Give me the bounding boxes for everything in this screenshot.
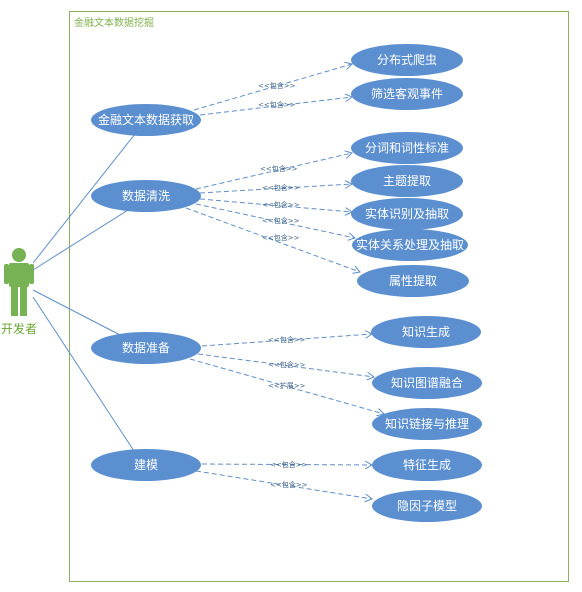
system-boundary (69, 11, 569, 582)
svg-text:分词和词性标准: 分词和词性标准 (365, 141, 449, 155)
usecase-acquire[interactable]: 金融文本数据获取 (91, 104, 201, 136)
include-line-kgfuse (197, 353, 374, 377)
rel-label: <<包含>> (262, 183, 300, 192)
rel-label: <<扩展>> (268, 381, 306, 390)
svg-text:金融文本数据获取: 金融文本数据获取 (98, 112, 194, 127)
include-line-latent (195, 470, 372, 499)
association-acquire (32, 133, 136, 264)
usecase-topic[interactable]: 主题提取 (351, 165, 463, 197)
usecase-model[interactable]: 建模 (91, 449, 201, 481)
include-line-crawler (193, 64, 352, 111)
rel-label: <<包含>> (262, 233, 300, 242)
rel-label: <<包含>> (258, 81, 296, 90)
svg-text:属性提取: 属性提取 (389, 273, 437, 288)
rel-label: <<包含>> (268, 335, 306, 344)
svg-text:数据清洗: 数据清洗 (122, 188, 170, 203)
include-line-relation (195, 203, 355, 238)
svg-text:实体关系处理及抽取: 实体关系处理及抽取 (356, 237, 464, 252)
usecase-crawler[interactable]: 分布式爬虫 (351, 44, 463, 76)
rel-label: <<包含>> (270, 480, 308, 489)
include-line-attribute (185, 207, 360, 272)
svg-text:知识图谱融合: 知识图谱融合 (391, 375, 463, 390)
usecase-latent[interactable]: 隐因子模型 (372, 490, 482, 522)
usecase-filter[interactable]: 筛选客观事件 (351, 78, 463, 110)
usecase-klink[interactable]: 知识链接与推理 (372, 408, 482, 440)
rel-label: <<包含>> (258, 100, 296, 109)
usecase-relation[interactable]: 实体关系处理及抽取 (352, 229, 468, 261)
usecase-feature[interactable]: 特征生成 (372, 449, 482, 481)
svg-text:特征生成: 特征生成 (403, 457, 451, 472)
usecase-clean[interactable]: 数据清洗 (91, 180, 201, 212)
rel-label: <<包含>> (262, 216, 300, 225)
svg-text:知识生成: 知识生成 (402, 325, 450, 339)
association-model (32, 296, 135, 452)
svg-text:实体识别及抽取: 实体识别及抽取 (365, 206, 449, 221)
usecase-segment[interactable]: 分词和词性标准 (351, 132, 463, 164)
usecase-kgfuse[interactable]: 知识图谱融合 (372, 367, 482, 399)
rel-label: <<包含>> (260, 164, 298, 173)
include-line-feature (201, 464, 372, 465)
svg-text:建模: 建模 (134, 458, 158, 472)
svg-text:知识链接与推理: 知识链接与推理 (385, 416, 469, 431)
system-title: 金融文本数据挖掘 (74, 18, 154, 29)
association-clean (32, 209, 129, 271)
svg-text:筛选客观事件: 筛选客观事件 (371, 86, 443, 101)
include-line-segment (195, 153, 352, 190)
actor-label: 开发者 (0, 322, 37, 336)
usecase-attribute[interactable]: 属性提取 (357, 265, 469, 297)
rel-label: <<包含>> (268, 360, 306, 369)
include-line-ner (199, 198, 352, 212)
svg-text:分布式爬虫: 分布式爬虫 (377, 53, 437, 67)
usecase-prepare[interactable]: 数据准备 (91, 332, 201, 364)
svg-text:主题提取: 主题提取 (383, 173, 431, 188)
usecase-ner[interactable]: 实体识别及抽取 (351, 198, 463, 230)
rel-label: <<包含>> (262, 200, 300, 209)
svg-text:隐因子模型: 隐因子模型 (397, 499, 457, 513)
svg-text:数据准备: 数据准备 (122, 340, 170, 355)
actor-developer-icon[interactable] (4, 248, 34, 316)
association-prepare (32, 289, 123, 337)
rel-label: <<包含>> (270, 460, 308, 469)
usecase-kgen[interactable]: 知识生成 (371, 316, 481, 348)
include-line-topic (199, 184, 352, 194)
include-line-kgen (201, 334, 372, 347)
include-line-filter (199, 97, 352, 116)
extend-line-klink (189, 358, 384, 414)
